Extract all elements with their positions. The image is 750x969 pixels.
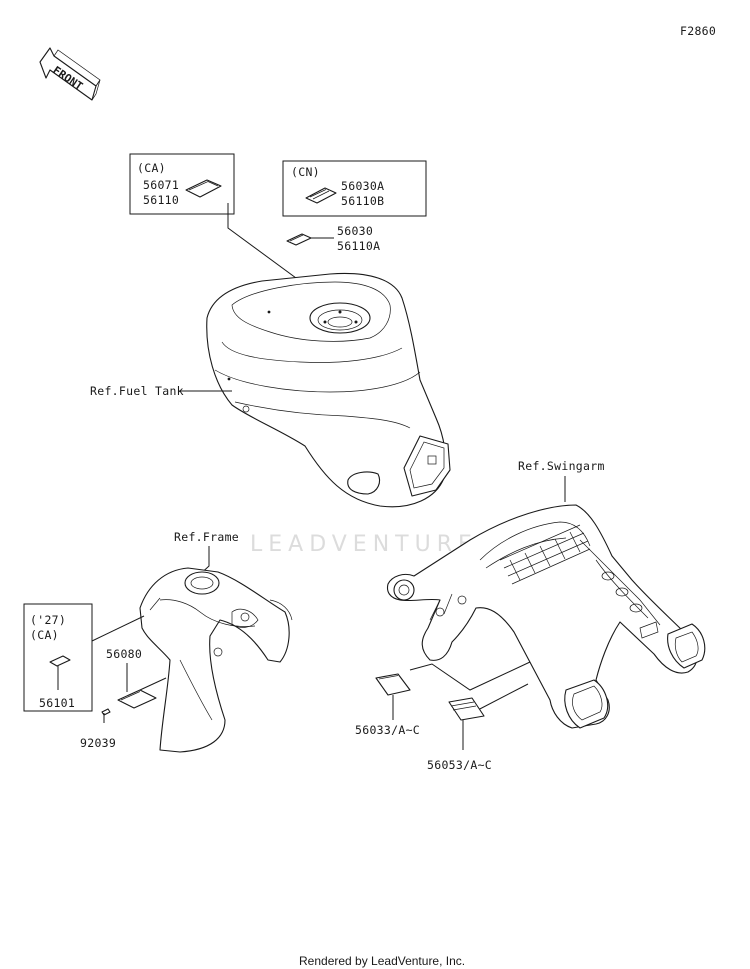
- rivet-icon: [101, 708, 111, 723]
- cn-part-56110B: 56110B: [341, 194, 384, 208]
- ca27-box-title: ('27): [30, 613, 66, 627]
- ca-decal-icon: [185, 179, 222, 198]
- ca-part-56071: 56071: [143, 178, 179, 192]
- ref-frame: Ref.Frame: [174, 530, 239, 544]
- frame: [139, 567, 293, 753]
- frame-plate-leader: [139, 677, 167, 691]
- watermark-text: LEADVENTURE: [250, 532, 478, 557]
- swing-decal-2-icon: [448, 697, 485, 721]
- ca27-callout-box: ('27) (CA) 56101: [23, 603, 93, 712]
- swingarm: [386, 504, 706, 729]
- ca27-box-leader: [91, 615, 145, 642]
- ca-box-title: (CA): [137, 161, 166, 175]
- ca-callout-box: (CA) 56071 56110: [129, 153, 235, 215]
- part-56080: 56080: [106, 647, 142, 661]
- footer-credit: Rendered by LeadVenture, Inc.: [299, 954, 465, 968]
- ca27-box-subtitle: (CA): [30, 628, 59, 642]
- frame-plate-icon: [117, 689, 157, 709]
- tank-decal-icon: [286, 233, 312, 246]
- part-56053: 56053/A~C: [427, 758, 492, 772]
- diagram-code: F2860: [680, 24, 716, 38]
- part-92039: 92039: [80, 736, 116, 750]
- fuel-tank: [206, 272, 451, 508]
- swing-decal-1-icon: [375, 673, 411, 696]
- part-56033: 56033/A~C: [355, 723, 420, 737]
- ca27-decal-icon: [49, 655, 71, 667]
- ca-part-56110: 56110: [143, 193, 179, 207]
- ref-swingarm: Ref.Swingarm: [518, 459, 605, 473]
- swingarm-mesh: [499, 524, 591, 585]
- cn-box-title: (CN): [291, 165, 320, 179]
- swing-label-1-leader: [409, 661, 531, 691]
- cn-part-56030A: 56030A: [341, 179, 384, 193]
- cn-callout-box: (CN) 56030A 56110B: [282, 160, 427, 217]
- ref-fuel-tank: Ref.Fuel Tank: [90, 384, 184, 398]
- cn-decal-icon: [305, 187, 337, 204]
- front-arrow-icon: FRONT: [39, 47, 101, 101]
- ca27-part-56101: 56101: [39, 696, 75, 710]
- swing-label-2-leader: [473, 683, 529, 713]
- part-56030: 56030: [337, 224, 373, 238]
- part-56110A: 56110A: [337, 239, 380, 253]
